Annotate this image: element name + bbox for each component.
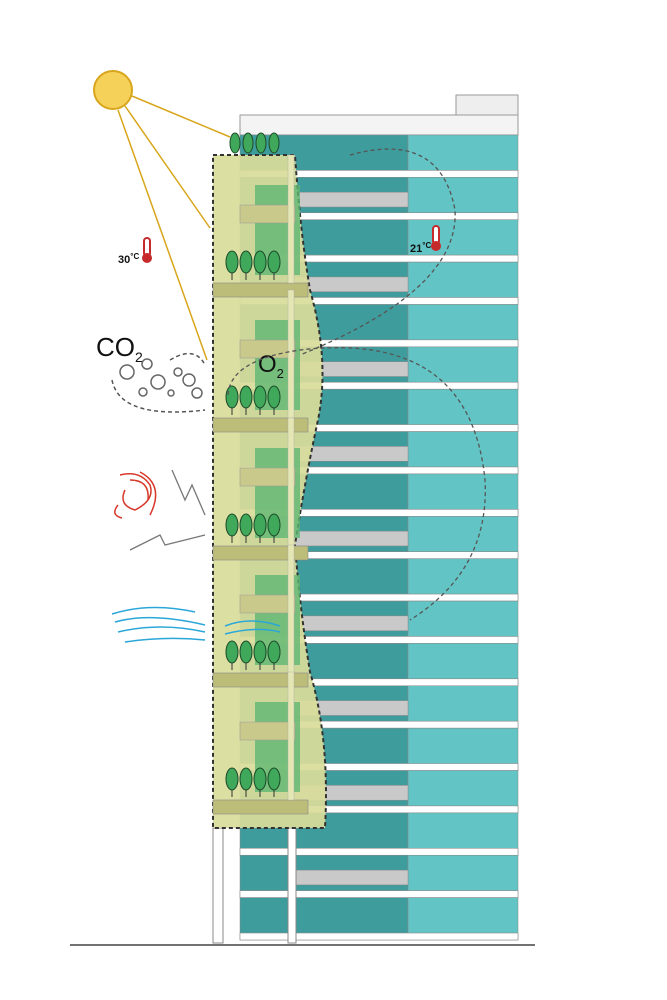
tree-icon <box>267 250 281 274</box>
floor-slab <box>239 932 519 941</box>
mullion <box>287 544 295 674</box>
balcony <box>289 191 409 208</box>
roof-tree-icon <box>268 132 280 154</box>
floor-slab-green <box>212 799 309 815</box>
floor-slab <box>239 847 519 856</box>
tree-icon <box>253 250 267 274</box>
balcony <box>289 869 409 886</box>
balcony <box>289 615 409 631</box>
tree-icon <box>267 513 281 537</box>
co2-label: CO2 <box>96 332 143 365</box>
roof-box <box>455 94 519 116</box>
tree-icon <box>267 640 281 664</box>
roof-tree-icon <box>242 132 254 154</box>
tree-icon <box>253 385 267 409</box>
wind-icon <box>111 606 281 643</box>
floor-slab-green <box>212 282 309 298</box>
co2-main: CO <box>96 332 135 362</box>
mullion <box>287 289 295 419</box>
planter-box <box>239 594 296 614</box>
o2-main: O <box>258 351 277 378</box>
roof-tree-icon <box>229 132 241 154</box>
tree-icon <box>267 385 281 409</box>
roof-tree-icon <box>255 132 267 154</box>
roof-cap <box>239 114 519 136</box>
co2-bubbles <box>119 358 203 399</box>
balcony <box>289 530 409 547</box>
outside-temperature-value: 30 <box>118 254 130 266</box>
column <box>287 827 297 944</box>
sound-reflection-lines <box>129 469 206 551</box>
mullion <box>287 417 295 547</box>
mullion <box>287 154 295 284</box>
tree-icon <box>239 513 253 537</box>
outside-temperature: 30°C <box>118 252 139 266</box>
floor-slab <box>239 890 519 898</box>
tree-icon <box>239 640 253 664</box>
co2-flow-arrow <box>111 352 206 413</box>
inside-temperature-value: 21 <box>410 243 422 255</box>
tree-icon <box>253 767 267 791</box>
column <box>212 827 224 944</box>
planter-box <box>239 467 296 487</box>
thermometer-outside: 30°C <box>118 237 152 266</box>
green-facade <box>212 132 327 829</box>
tree-icon <box>239 385 253 409</box>
planter-box <box>239 204 296 224</box>
floor-slab-green <box>212 672 309 688</box>
thermometer-inside: 21°C <box>410 225 441 255</box>
o2-subscript: 2 <box>277 366 284 381</box>
inside-temperature: 21°C <box>410 241 431 255</box>
tree-icon <box>239 250 253 274</box>
mullion <box>287 671 295 801</box>
tree-icon <box>225 767 239 791</box>
floor-slab-green <box>212 545 309 561</box>
sun-icon <box>93 70 231 361</box>
planter-box <box>239 721 296 741</box>
tree-icon <box>225 640 239 664</box>
tree-icon <box>225 385 239 409</box>
o2-label: O2 <box>258 351 284 381</box>
inside-temperature-unit: °C <box>422 241 431 250</box>
outside-temperature-unit: °C <box>130 252 139 261</box>
tree-icon <box>239 767 253 791</box>
tree-icon <box>253 640 267 664</box>
floor-slab-green <box>212 417 309 433</box>
tree-icon <box>267 767 281 791</box>
tree-icon <box>225 513 239 537</box>
tree-icon <box>225 250 239 274</box>
air-circulation-arrows <box>227 148 486 621</box>
noise-icon <box>114 471 157 519</box>
tree-icon <box>253 513 267 537</box>
co2-subscript: 2 <box>135 349 143 365</box>
